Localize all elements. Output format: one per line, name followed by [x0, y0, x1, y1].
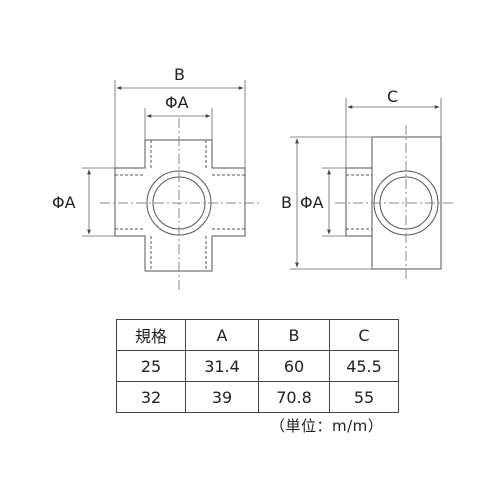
right-dim-b-label: B — [281, 193, 292, 212]
right-view-tee — [335, 125, 455, 282]
left-view-dimensions — [82, 80, 246, 237]
table-row: 25 31.4 60 45.5 — [116, 350, 399, 382]
unit-note: （単位：m/m） — [270, 417, 384, 435]
right-view-dimensions — [290, 98, 442, 270]
header-cell: 規格 — [116, 319, 186, 351]
right-dim-phia-label: ΦA — [300, 193, 324, 212]
table-row: 32 39 70.8 55 — [116, 381, 399, 413]
table-cell: 31.4 — [185, 350, 259, 382]
table-header-row: 規格 A B C — [116, 319, 399, 351]
header-cell: A — [185, 319, 259, 351]
table-cell: 25 — [116, 350, 186, 382]
left-dim-phia-top-label: ΦA — [165, 93, 189, 112]
table-cell: 45.5 — [329, 350, 399, 382]
header-cell: B — [258, 319, 330, 351]
spec-table: 規格 A B C 25 31.4 60 45.5 32 39 70.8 55 — [116, 319, 399, 413]
left-dim-b-label: B — [174, 65, 185, 84]
pipe-fitting-diagram: B ΦA ΦA C B ΦA — [52, 65, 455, 290]
table-cell: 39 — [185, 381, 259, 413]
table-cell: 32 — [116, 381, 186, 413]
table-cell: 55 — [329, 381, 399, 413]
left-dim-phia-left-label: ΦA — [52, 193, 76, 212]
right-dim-c-label: C — [387, 87, 398, 106]
header-cell: C — [329, 319, 399, 351]
table-cell: 60 — [258, 350, 330, 382]
table-cell: 70.8 — [258, 381, 330, 413]
left-view-cross — [100, 118, 260, 290]
